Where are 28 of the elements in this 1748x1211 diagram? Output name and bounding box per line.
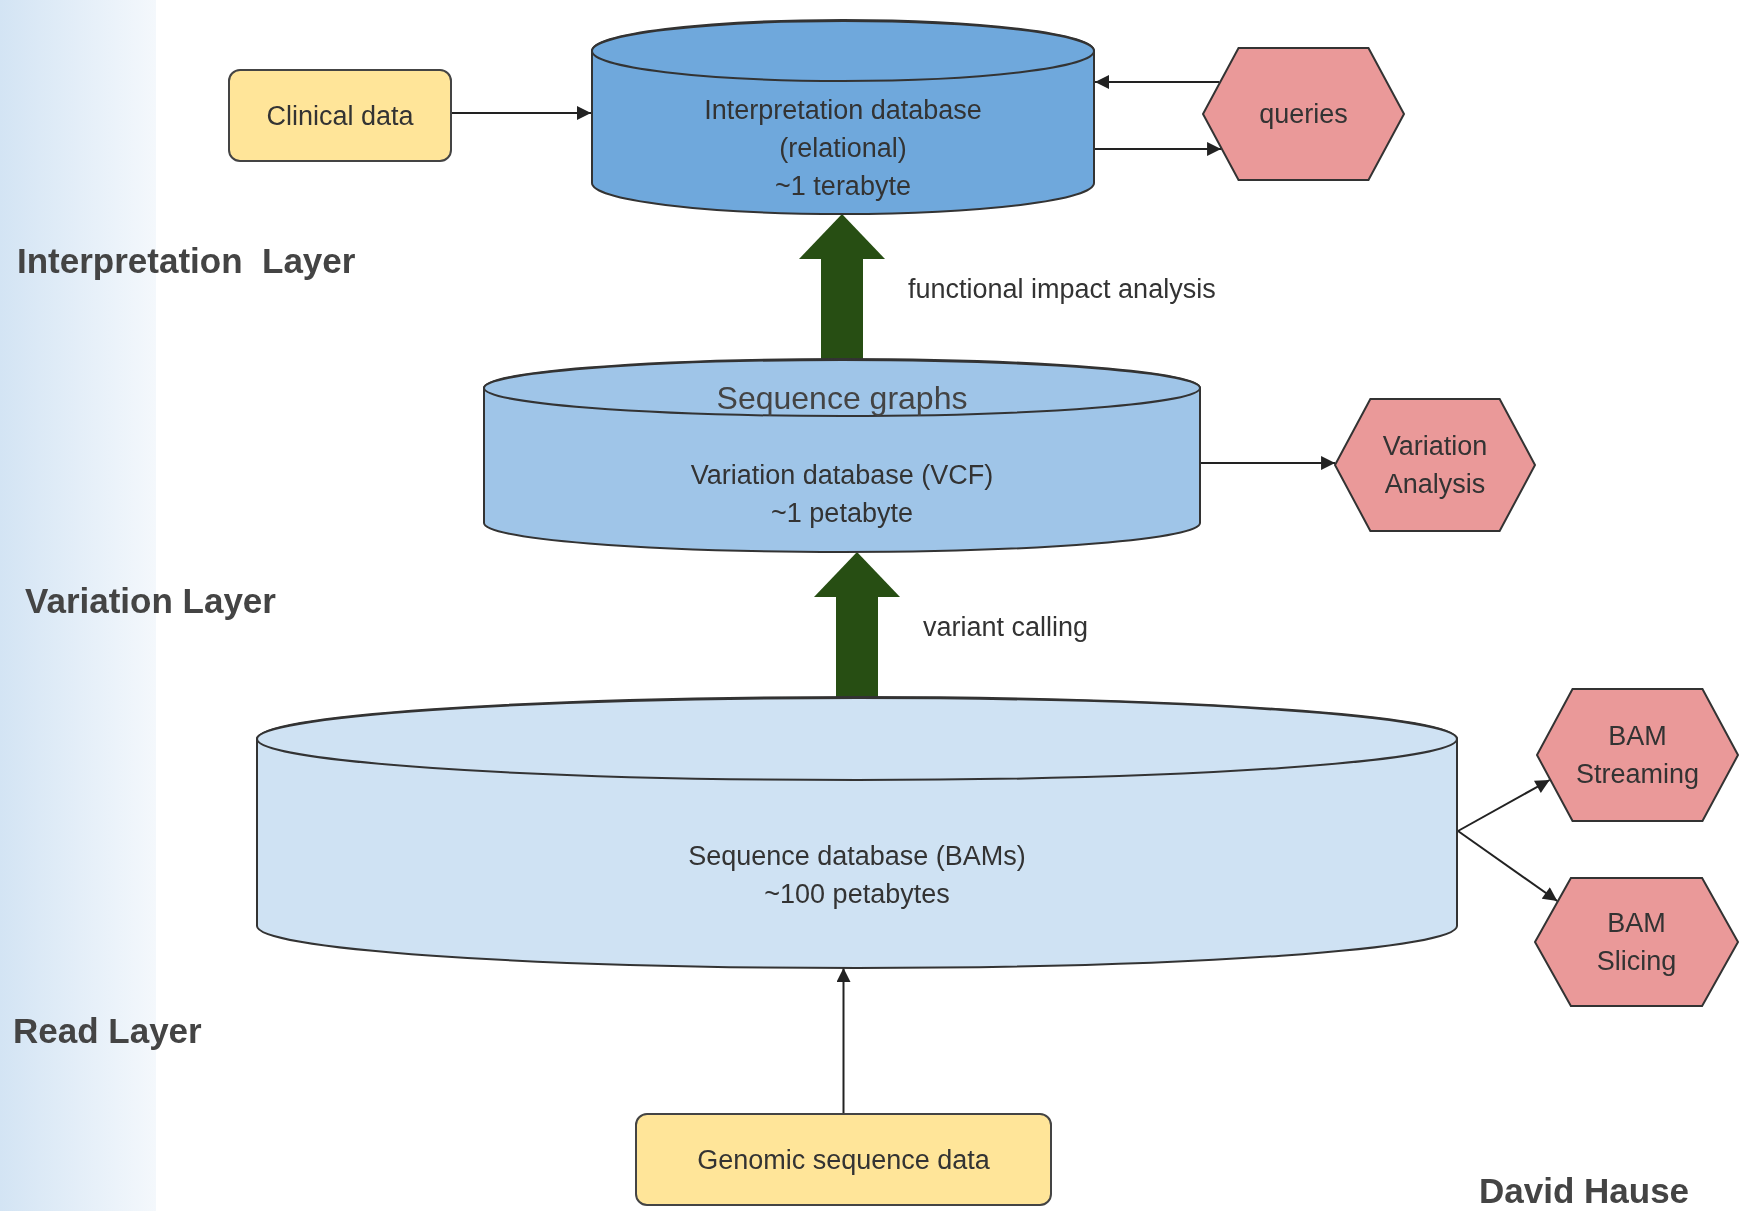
node-label: ~100 petabytes [764, 877, 950, 911]
layer-label: Interpretation Layer [17, 240, 356, 282]
layer-label: Read Layer [13, 1010, 202, 1052]
node-label: ~1 terabyte [775, 170, 911, 203]
node-label: Variation database (VCF) [690, 458, 994, 492]
node-label: Analysis [1384, 468, 1486, 501]
node-label: Genomic sequence data [697, 1143, 990, 1177]
node-label: BAM [1608, 720, 1667, 753]
cylinder-top-label: Sequence graphs [716, 379, 968, 416]
node-label: ~1 petabyte [771, 496, 913, 530]
node-label: (relational) [779, 132, 907, 165]
node-label: Sequence database (BAMs) [688, 839, 1026, 873]
node-label: Clinical data [266, 99, 414, 133]
arrow [1457, 830, 1559, 902]
arrow [1200, 456, 1337, 470]
data-box [228, 69, 452, 162]
arrow [1457, 779, 1551, 832]
node-label: Interpretation database [704, 94, 982, 127]
node-label: Slicing [1596, 945, 1677, 978]
node-label: Streaming [1575, 758, 1700, 791]
node-label: BAM [1607, 907, 1666, 940]
arrow [836, 967, 851, 1114]
author-credit: David Hause [1479, 1170, 1690, 1211]
layer-label: Variation Layer [25, 580, 276, 622]
node-label: queries [1259, 98, 1348, 131]
arrow [451, 106, 592, 120]
data-box [635, 1113, 1052, 1206]
node-label: Variation [1382, 430, 1488, 463]
